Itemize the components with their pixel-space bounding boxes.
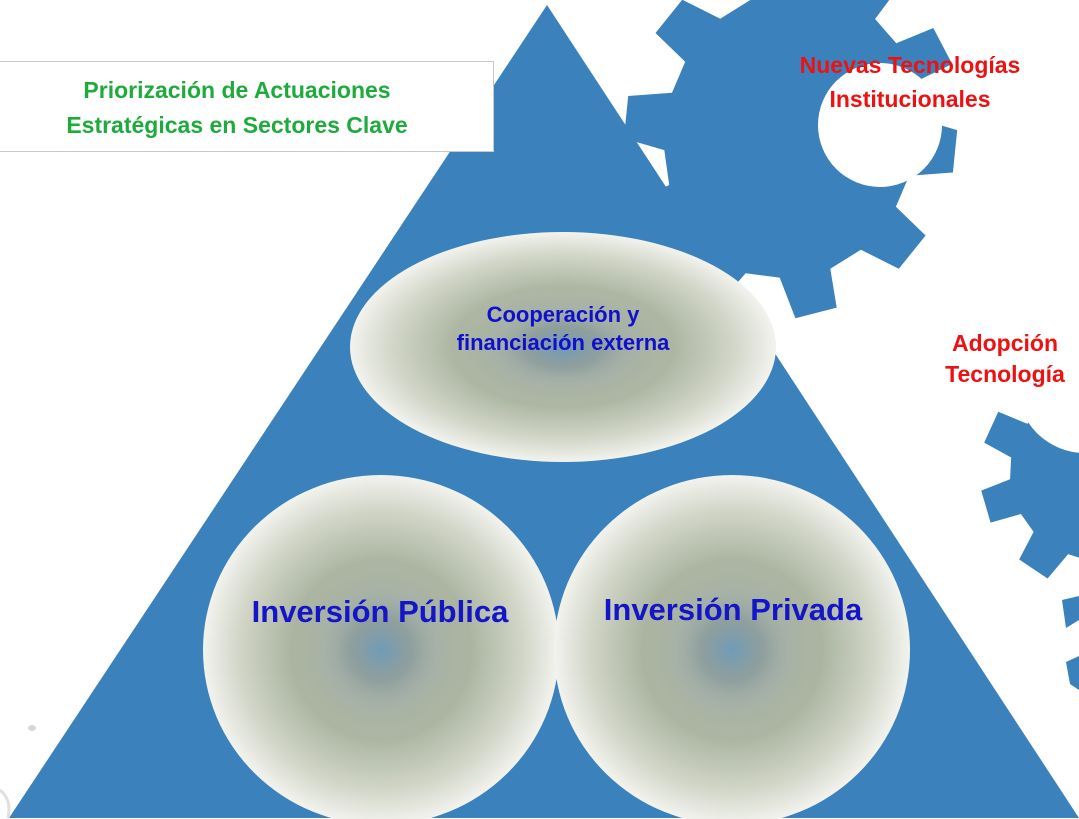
gear-icon xyxy=(1062,596,1079,690)
public-investment-label: Inversión Pública xyxy=(251,594,509,629)
gear-2-label-line-1: Adopción xyxy=(951,330,1059,356)
cooperation-label-line-2: financiación externa xyxy=(456,330,670,355)
title-line-2: Estratégicas en Sectores Clave xyxy=(66,112,408,138)
gear-icon xyxy=(623,0,958,319)
decorative-mark xyxy=(28,725,36,731)
title-box xyxy=(0,61,494,152)
private-investment-label: Inversión Privada xyxy=(603,592,863,627)
cooperation-label-line-1: Cooperación y xyxy=(486,302,640,327)
decorative-mark xyxy=(0,788,11,819)
gear-1-label-line-2: Institucionales xyxy=(829,86,991,112)
gear-1-label-line-1: Nuevas Tecnologías xyxy=(799,52,1021,78)
gear-icon xyxy=(981,317,1079,579)
gear-2-label-line-2: Tecnología xyxy=(945,361,1065,387)
title-line-1: Priorización de Actuaciones xyxy=(83,77,391,103)
